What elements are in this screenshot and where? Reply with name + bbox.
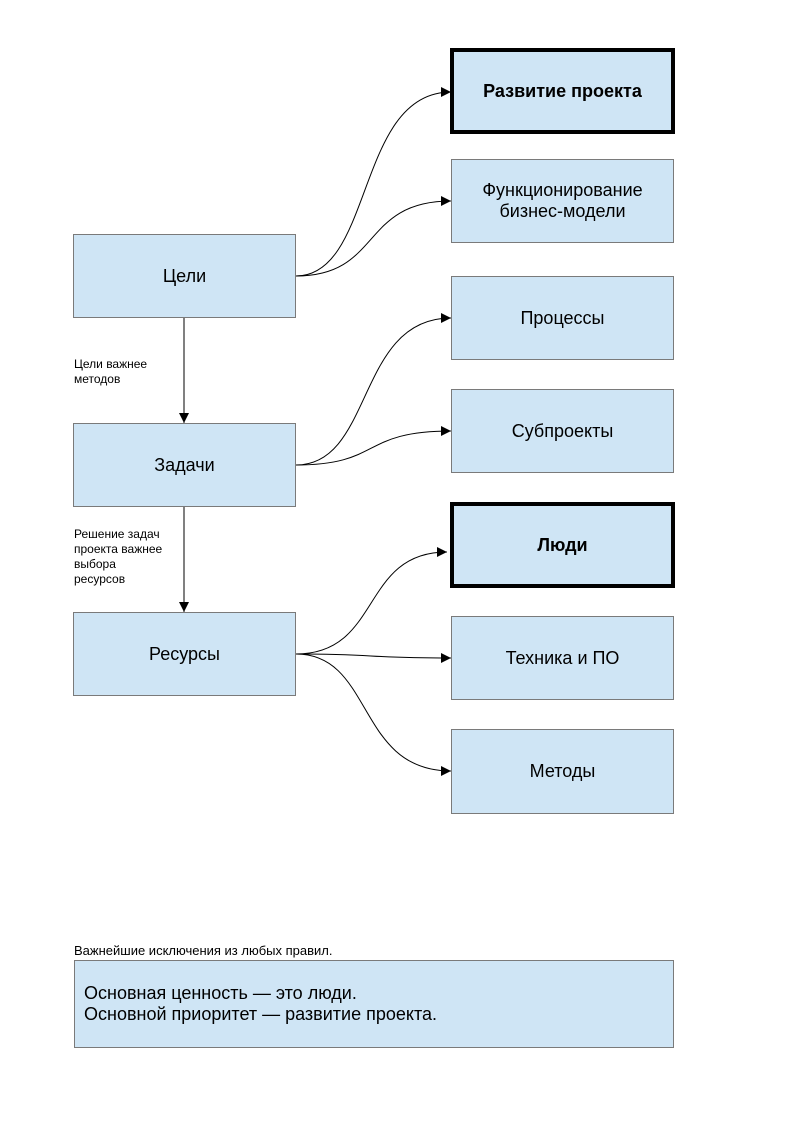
exceptions-box: Основная ценность — это люди. Основной п… xyxy=(74,960,674,1048)
arrow-goals-to-business-model xyxy=(295,196,452,277)
arrow-goals-to-project-development xyxy=(295,87,452,277)
node-subprojects-label: Субпроекты xyxy=(511,420,614,441)
node-tasks: Задачи xyxy=(73,423,296,507)
arrow-resources-to-hardware-software xyxy=(295,652,452,663)
node-processes: Процессы xyxy=(451,276,674,360)
node-resources-label: Ресурсы xyxy=(149,643,220,664)
arrow-resources-to-people xyxy=(295,547,448,655)
node-project-development-label: Развитие проекта xyxy=(483,80,642,101)
node-goals: Цели xyxy=(73,234,296,318)
arrow-tasks-to-processes xyxy=(295,313,452,466)
node-hardware-software: Техника и ПО xyxy=(451,616,674,700)
exceptions-line-1: Основная ценность — это люди. xyxy=(84,983,357,1003)
node-hardware-software-label: Техника и ПО xyxy=(505,647,620,668)
arrow-resources-to-methods xyxy=(295,653,452,776)
exceptions-caption: Важнейшие исключения из любых правил. xyxy=(74,943,333,958)
note-goals-over-methods: Цели важнее методов xyxy=(74,357,148,386)
node-processes-label: Процессы xyxy=(520,307,605,328)
node-people-label: Люди xyxy=(537,534,588,555)
node-people: Люди xyxy=(450,502,675,588)
arrow-tasks-to-subprojects xyxy=(295,426,452,466)
node-resources: Ресурсы xyxy=(73,612,296,696)
node-business-model-label: Функционирование бизнес-модели xyxy=(482,180,643,221)
note-tasks-over-resources: Решение задач проекта важнее выбора ресу… xyxy=(74,527,163,586)
node-business-model: Функционирование бизнес-модели xyxy=(451,159,674,243)
node-methods: Методы xyxy=(451,729,674,814)
exceptions-line-2: Основной приоритет — развитие проекта. xyxy=(84,1004,438,1024)
node-goals-label: Цели xyxy=(162,265,207,286)
node-subprojects: Субпроекты xyxy=(451,389,674,473)
node-tasks-label: Задачи xyxy=(154,454,215,475)
node-project-development: Развитие проекта xyxy=(450,48,675,134)
node-methods-label: Методы xyxy=(529,761,596,781)
